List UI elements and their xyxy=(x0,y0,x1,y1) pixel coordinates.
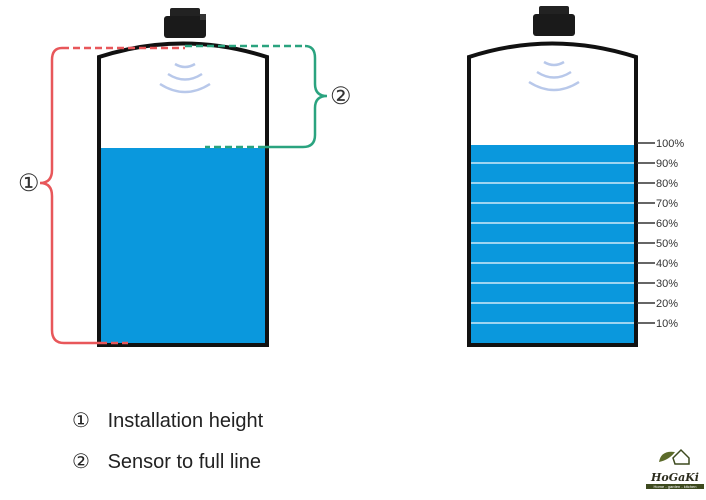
legend-number: ② xyxy=(72,451,90,473)
water-level-lines xyxy=(470,162,635,324)
scale-label: 10% xyxy=(656,318,678,330)
tank-outline xyxy=(467,41,638,347)
logo-brand: HoGaKi xyxy=(651,471,699,484)
marker-1: ① xyxy=(18,170,40,197)
hogaki-logo: HoGaKi Home - garden - kitchen xyxy=(646,446,704,489)
legend-item-2: ② Sensor to full line xyxy=(72,449,261,474)
scale-label: 40% xyxy=(656,258,678,270)
leaf-house-icon xyxy=(659,448,690,465)
signal-waves-icon xyxy=(159,62,211,94)
scale-label: 100% xyxy=(656,138,684,150)
water-fill xyxy=(99,148,267,345)
legend-label: Sensor to full line xyxy=(107,451,261,473)
sensor-icon xyxy=(164,8,206,38)
legend-item-1: ① Installation height xyxy=(72,408,263,433)
scale-label: 30% xyxy=(656,278,678,290)
scale-label: 90% xyxy=(656,158,678,170)
percentage-scale: 100% 90% 80% 70% 60% 50% 40% 30% 20% 10% xyxy=(637,138,684,330)
sensor-to-full-bracket xyxy=(185,44,328,149)
scale-label: 60% xyxy=(656,218,678,230)
legend-number: ① xyxy=(72,410,90,432)
legend-label: Installation height xyxy=(107,410,264,432)
scale-label: 70% xyxy=(656,198,678,210)
tank-outline xyxy=(97,41,269,347)
sensor-icon xyxy=(533,6,575,36)
scale-label: 80% xyxy=(656,178,678,190)
water-fill xyxy=(469,145,636,345)
logo-tagline: Home - garden - kitchen xyxy=(646,484,704,489)
signal-waves-icon xyxy=(528,60,580,92)
scale-label: 50% xyxy=(656,238,678,250)
scale-label: 20% xyxy=(656,298,678,310)
left-tank: ① ② xyxy=(18,8,352,347)
installation-height-bracket xyxy=(39,46,185,345)
marker-2: ② xyxy=(330,83,352,110)
right-tank: 100% 90% 80% 70% 60% 50% 40% 30% 20% 10% xyxy=(467,6,684,347)
